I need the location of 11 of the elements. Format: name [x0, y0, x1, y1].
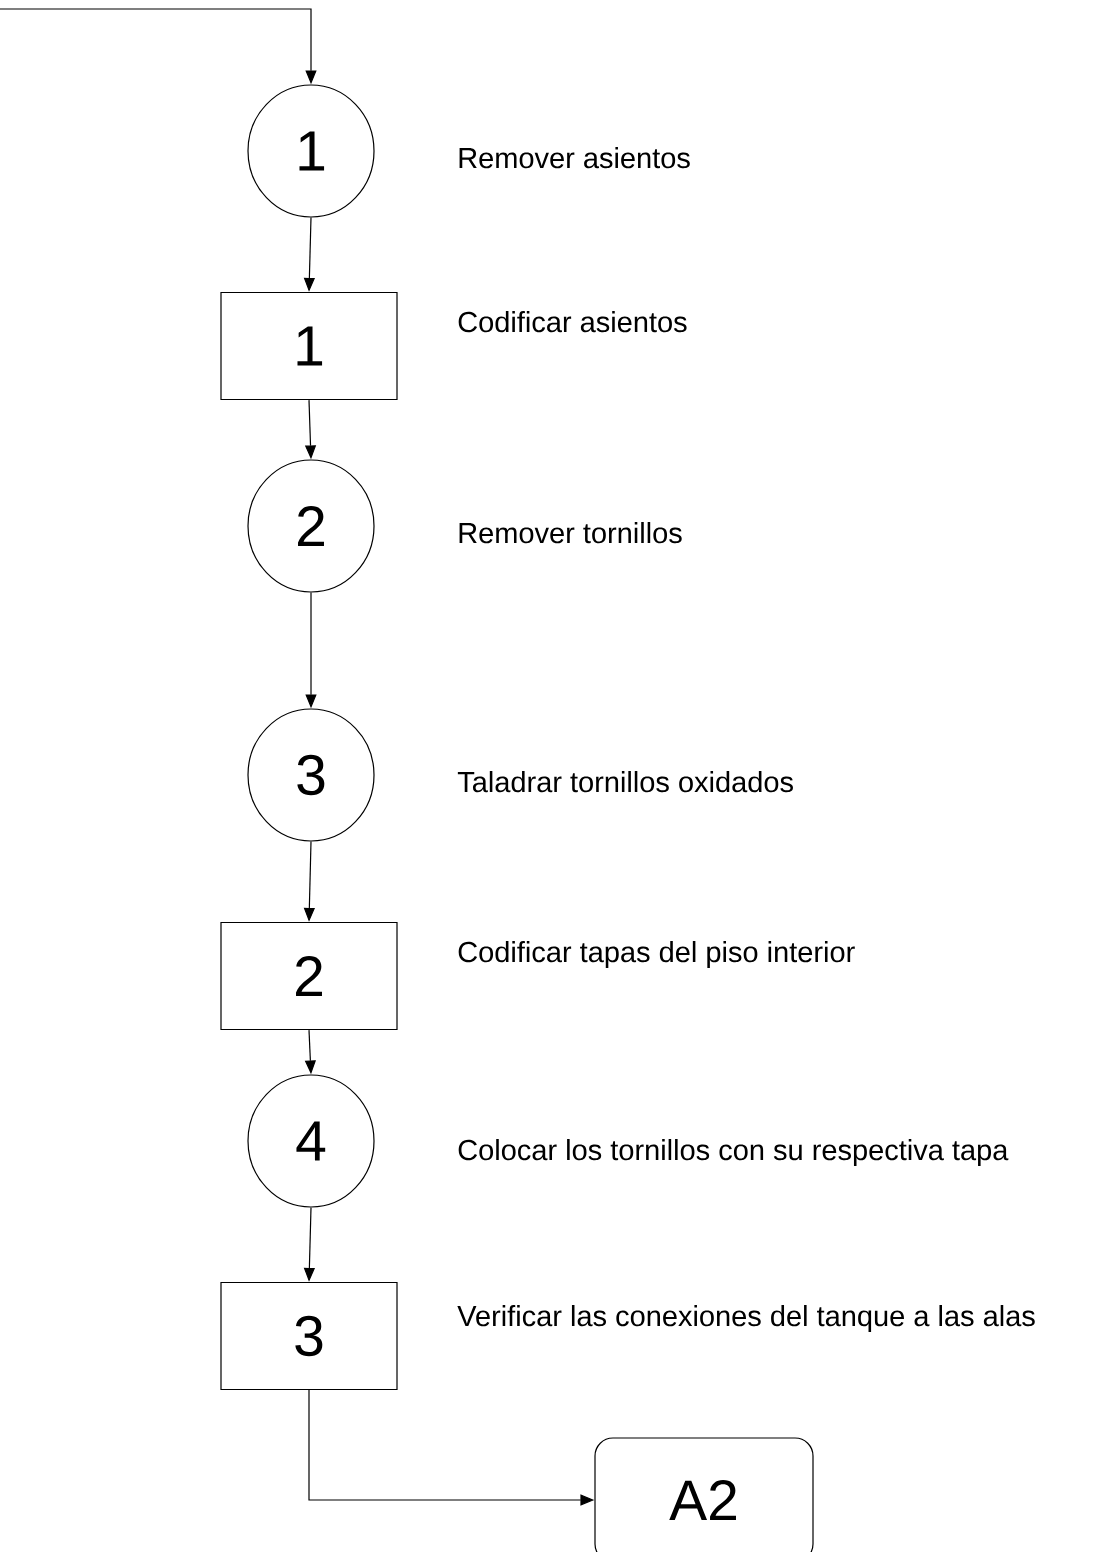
step-description: Verificar las conexiones del tanque a las alas — [457, 1305, 1035, 1333]
step-description: Taladrar tornillos oxidados — [457, 771, 793, 793]
step-description: Codificar asientos — [458, 311, 687, 333]
connector-box: A2 — [594, 1437, 814, 1552]
step-description: Colocar los tornillos con su respectiva tapa — [458, 1139, 1009, 1167]
inspection-box: 3 — [220, 1281, 398, 1391]
step-description: Remover asientos — [459, 147, 690, 169]
step-description: Remover tornillos — [459, 522, 682, 544]
step-description: Codificar tapas del piso interior — [458, 941, 855, 969]
inspection-box: 1 — [220, 291, 398, 401]
inspection-box: 2 — [220, 921, 398, 1031]
